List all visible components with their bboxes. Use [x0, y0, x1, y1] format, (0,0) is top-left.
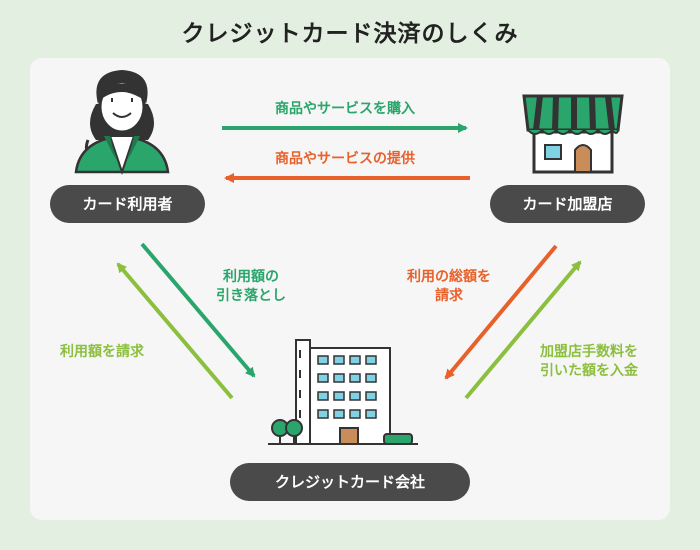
node-cardholder: カード利用者 [50, 185, 205, 223]
merchant-store-icon [522, 94, 624, 174]
label-purchase: 商品やサービスを購入 [275, 101, 415, 117]
label-bill-total-line2: 請求 [435, 288, 463, 304]
node-merchant: カード加盟店 [490, 185, 645, 223]
card-company-building-icon [268, 339, 418, 445]
node-card-company: クレジットカード会社 [230, 463, 470, 501]
page-title: クレジットカード決済のしくみ [181, 21, 519, 47]
label-payment-line1: 加盟店手数料を [540, 344, 638, 360]
label-debit-line1: 利用額の [223, 269, 279, 285]
arrow-bill-total [444, 244, 558, 380]
arrow-bill-user [116, 262, 234, 400]
label-debit-line2: 引き落とし [216, 288, 286, 304]
label-bill-total: 利用の総額を 請求 [384, 268, 514, 306]
label-payment: 加盟店手数料を 引いた額を入金 [524, 343, 654, 381]
arrow-payment [464, 260, 582, 400]
label-bill-user: 利用額を請求 [60, 344, 144, 360]
arrow-debit [140, 242, 256, 378]
label-bill-total-line1: 利用の総額を [407, 269, 491, 285]
label-provide: 商品やサービスの提供 [275, 151, 415, 167]
cardholder-icon [74, 70, 170, 176]
label-payment-line2: 引いた額を入金 [540, 363, 638, 379]
label-debit: 利用額の 引き落とし [196, 268, 306, 306]
